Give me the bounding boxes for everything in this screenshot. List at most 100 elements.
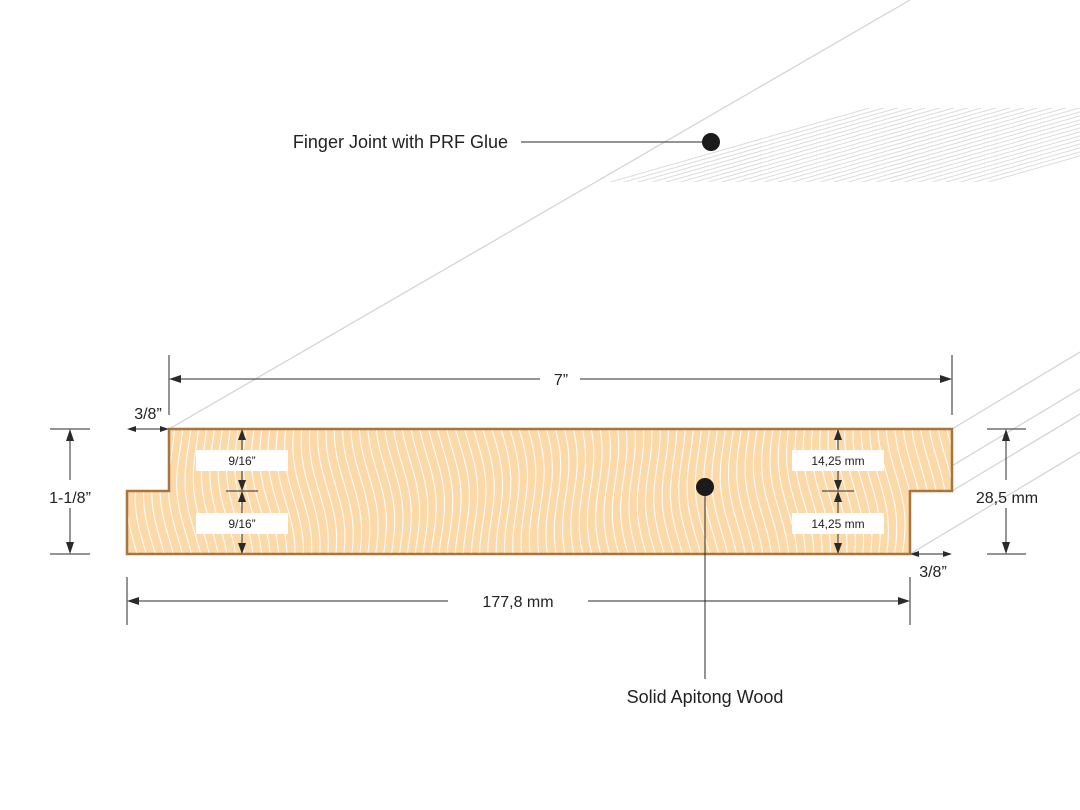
- grain-line: [526, 429, 537, 554]
- hatch-line: [851, 108, 1080, 182]
- width-inch-dimension: 7”: [168, 355, 953, 415]
- grain-line: [284, 429, 305, 554]
- grain-line: [777, 429, 798, 554]
- grain-line: [499, 429, 512, 554]
- tongue-left-label: 3/8”: [134, 406, 162, 423]
- grain-line: [644, 429, 658, 554]
- hatch-line: [711, 108, 993, 182]
- grain-line: [350, 429, 371, 554]
- width-mm-dimension: 177,8 mm: [126, 577, 911, 625]
- hatch-line: [613, 108, 895, 182]
- grain-line: [427, 429, 446, 554]
- grain-line: [300, 429, 321, 554]
- hatch-line: [935, 108, 1080, 182]
- hatch-line: [963, 108, 1080, 182]
- grain-line: [835, 429, 856, 554]
- hatch-line: [977, 108, 1080, 182]
- grain-line: [453, 429, 470, 554]
- grain-line: [267, 429, 288, 554]
- grain-line: [595, 429, 604, 554]
- grain-line: [636, 429, 649, 554]
- hatch-line: [865, 108, 1080, 182]
- grain-line: [333, 429, 354, 554]
- half-inch-bottom-label: 9/16”: [228, 517, 255, 531]
- grain-line: [383, 429, 404, 554]
- grain-line: [225, 429, 246, 554]
- grain-line: [628, 429, 640, 554]
- grain-line: [678, 429, 694, 554]
- hatch-line: [921, 108, 1080, 182]
- hatch-line: [837, 108, 1080, 182]
- grain-line: [110, 425, 120, 560]
- grain-line: [661, 429, 676, 554]
- grain-line: [561, 429, 570, 554]
- grain-line: [786, 429, 807, 554]
- grain-line: [794, 429, 815, 554]
- grain-line: [736, 429, 756, 554]
- hatch-line: [767, 108, 1049, 182]
- grain-line: [955, 425, 971, 560]
- grain-line: [508, 429, 520, 554]
- grain-line: [802, 429, 823, 554]
- hatch-line: [697, 108, 979, 182]
- grain-line: [761, 429, 782, 554]
- grain-line: [184, 429, 203, 554]
- height-mm-dimension: 28,5 mm: [976, 428, 1038, 555]
- grain-line: [727, 429, 747, 554]
- half-thickness-inch: 9/16” 9/16”: [196, 429, 288, 554]
- grain-line: [317, 429, 338, 554]
- hatch-line: [739, 108, 1021, 182]
- grain-line: [418, 429, 437, 554]
- board-cross-section: [110, 425, 971, 560]
- grain-line: [877, 429, 898, 554]
- wood-marker: [696, 478, 714, 496]
- hatch-line: [725, 108, 1007, 182]
- grain-line: [471, 429, 487, 554]
- grain-line: [401, 429, 421, 554]
- grain-line: [810, 429, 831, 554]
- tongue-left-dimension: 3/8”: [127, 406, 169, 432]
- half-mm-top-label: 14,25 mm: [811, 454, 864, 468]
- grain-line: [409, 429, 429, 554]
- grain-line: [570, 429, 578, 554]
- grain-line: [375, 429, 396, 554]
- hatch-line: [795, 108, 1077, 182]
- grain-line: [769, 429, 790, 554]
- grain-line: [275, 429, 296, 554]
- grain-line: [176, 429, 194, 554]
- wood-label: Solid Apitong Wood: [627, 687, 784, 707]
- height-mm-label: 28,5 mm: [976, 490, 1038, 507]
- grain-line: [481, 429, 495, 554]
- hatch-line: [683, 108, 965, 182]
- grain-line: [885, 429, 906, 554]
- grain-line: [259, 429, 280, 554]
- finger-joint-label: Finger Joint with PRF Glue: [293, 132, 508, 152]
- grain-line: [167, 429, 185, 554]
- finger-joint-hatch: [610, 108, 1080, 182]
- grain-line: [342, 429, 363, 554]
- grain-line: [436, 429, 454, 554]
- grain-line: [711, 429, 730, 554]
- grain-line: [620, 429, 631, 554]
- grain-line: [544, 429, 553, 554]
- hatch-line: [879, 108, 1080, 182]
- grain-line: [586, 429, 595, 554]
- height-inch-label: 1-1/8”: [49, 490, 91, 507]
- hatch-line: [809, 108, 1080, 182]
- grain-line: [653, 429, 667, 554]
- grain-line: [603, 429, 613, 554]
- grain-line: [686, 429, 703, 554]
- width-inch-label: 7”: [554, 372, 568, 389]
- grain-line: [209, 429, 229, 554]
- hatch-line: [627, 108, 909, 182]
- grain-line: [517, 429, 529, 554]
- half-inch-top-label: 9/16”: [228, 454, 255, 468]
- grain-line: [462, 429, 479, 554]
- height-inch-dimension: 1-1/8”: [49, 428, 91, 555]
- grain-line: [844, 429, 865, 554]
- wood-callout: Solid Apitong Wood: [627, 478, 784, 707]
- hatch-line: [641, 108, 923, 182]
- grain-line: [242, 429, 263, 554]
- grain-line: [719, 429, 739, 554]
- grain-line: [490, 429, 504, 554]
